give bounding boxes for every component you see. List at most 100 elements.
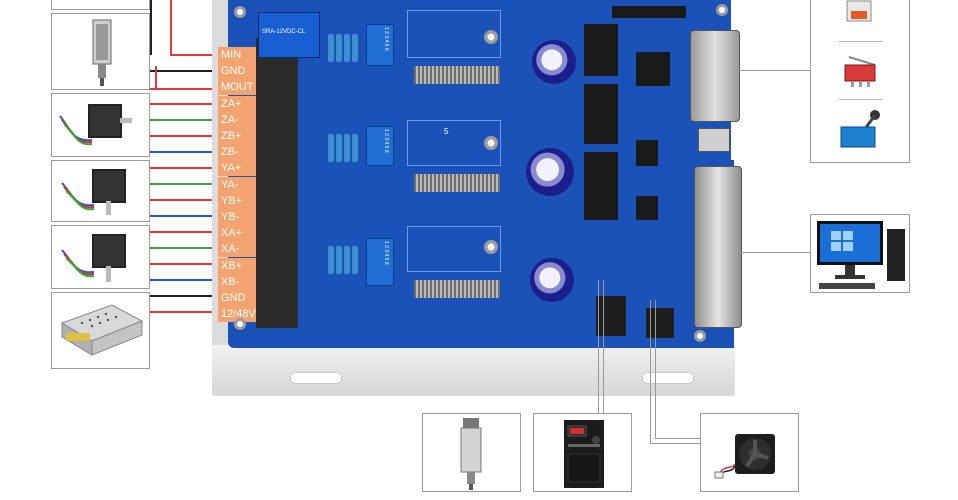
resistor-7 (344, 134, 350, 162)
terminal-pin-6[interactable]: ZB- (218, 144, 256, 161)
screw-1 (234, 6, 246, 18)
dip-switch-z[interactable]: 1 2 3 4 5 6 (366, 24, 394, 66)
output-terminal-1 (596, 296, 626, 336)
wire-xa-plus (150, 231, 220, 233)
db9-connector[interactable] (690, 30, 740, 122)
screw-6 (694, 330, 706, 342)
resistor-11 (344, 246, 350, 274)
thumb-desktop-pc (810, 214, 910, 293)
line-to-spindle-v2 (603, 280, 604, 413)
capacitor-3 (530, 258, 574, 302)
stepper-motor-y-icon (61, 169, 126, 215)
capacitor-1 (532, 40, 576, 84)
inverter-vfd-icon (564, 420, 604, 488)
terminal-pin-0[interactable]: MIN (218, 47, 256, 63)
thumb-right-group (810, 0, 910, 163)
wire-spindle-top (150, 0, 152, 55)
terminal-pin-15[interactable]: GND (218, 290, 256, 306)
terminal-pin-4[interactable]: ZA- (218, 111, 256, 128)
desktop-pc-icon (817, 221, 905, 289)
resistor-9 (328, 246, 334, 274)
relay-text-line1: SRA-12VDC-CL (262, 29, 306, 35)
wire-za-minus (150, 119, 220, 121)
dip-switch-y[interactable]: 1 2 3 4 5 6 (366, 126, 394, 166)
resistor-8 (352, 134, 358, 162)
terminal-pin-7[interactable]: YA+ (218, 160, 256, 177)
resistor-2 (336, 34, 342, 62)
wire-zb-minus (150, 151, 220, 153)
terminal-pin-5[interactable]: ZB+ (218, 128, 256, 144)
screw-4 (484, 240, 498, 254)
power-supply-icon (60, 304, 144, 356)
thumb-top-partial (51, 0, 150, 10)
terminal-pin-2[interactable]: MOUT (218, 79, 256, 96)
terminal-pin-14[interactable]: XB- (218, 273, 256, 290)
header-pins (612, 6, 686, 18)
resistor-1 (328, 34, 334, 62)
wire-gnd1 (150, 70, 220, 72)
terminal-pin-10[interactable]: YB- (218, 209, 256, 225)
terminal-side-labels (298, 38, 310, 328)
line-to-fan-v2 (655, 300, 656, 438)
spindle-motor-icon (92, 19, 112, 86)
wire-xb-minus (150, 279, 220, 281)
ic-chip-1 (584, 24, 618, 76)
line-to-fan-v (650, 300, 651, 443)
thumb-stepper-x (51, 225, 150, 289)
wire-yb-minus (150, 215, 220, 217)
resistor-3 (344, 34, 350, 62)
driver-heatsink-x (414, 280, 500, 298)
divider-1 (839, 41, 883, 42)
spindle-icon (460, 418, 482, 490)
wire-zb-plus (150, 135, 220, 137)
mcu-chip (636, 52, 670, 86)
terminal-pin-9[interactable]: YB+ (218, 192, 256, 209)
resistor-10 (336, 246, 342, 274)
aluminum-base (212, 340, 735, 396)
ic-chip-4 (636, 140, 658, 166)
thumb-stepper-z (51, 93, 150, 157)
terminal-pin-16[interactable]: 12/48V (218, 306, 256, 323)
driver-outline-x (407, 226, 501, 272)
terminal-pin-13[interactable]: XB+ (218, 257, 256, 274)
ic-chip-2 (584, 84, 618, 144)
resistor-4 (352, 34, 358, 62)
connector-line-pc (736, 252, 810, 253)
ic-chip-3 (584, 152, 618, 220)
db25-connector[interactable] (694, 166, 742, 328)
screw-3 (484, 136, 498, 150)
wire-mout (150, 88, 220, 90)
dip-numbers-y: 1 2 3 4 5 6 (383, 129, 389, 153)
resistor-12 (352, 246, 358, 274)
driver-label-y: 5 (444, 127, 449, 136)
wire-min (170, 54, 220, 56)
roller-switch-icon (840, 110, 880, 148)
thumb-spindle-motor (51, 13, 150, 90)
terminal-pin-3[interactable]: ZA+ (218, 95, 256, 112)
line-to-fan-h2 (655, 438, 700, 439)
cooling-fan-icon (714, 434, 775, 479)
thumb-spindle (422, 413, 521, 492)
terminal-pin-12[interactable]: XA- (218, 241, 256, 258)
wire-ya-minus (150, 183, 220, 185)
driver-heatsink-y (414, 174, 500, 192)
terminal-pin-1[interactable]: GND (218, 63, 256, 80)
relay: SRA-12VDC-CL (258, 12, 320, 58)
driver-outline-z (407, 10, 501, 58)
usb-port[interactable] (698, 128, 730, 152)
dip-numbers-x: 1 2 3 4 5 6 (383, 241, 389, 265)
limit-switch-icon (846, 0, 872, 22)
terminal-pin-11[interactable]: XA+ (218, 225, 256, 242)
dip-numbers-z: 1 2 3 4 5 6 (383, 27, 389, 51)
thumb-inverter (533, 413, 632, 492)
line-to-fan-h (650, 443, 700, 444)
driver-heatsink-z (414, 66, 500, 84)
connector-line-switches (736, 70, 810, 71)
dip-switch-x[interactable]: 1 2 3 4 5 6 (366, 238, 394, 286)
resistor-6 (336, 134, 342, 162)
wire-min-vert (170, 0, 172, 55)
thumb-stepper-y (51, 160, 150, 222)
wire-mout-vert (155, 66, 157, 89)
driver-outline-y: 5 (407, 120, 501, 166)
terminal-pin-8[interactable]: YA- (218, 176, 256, 193)
